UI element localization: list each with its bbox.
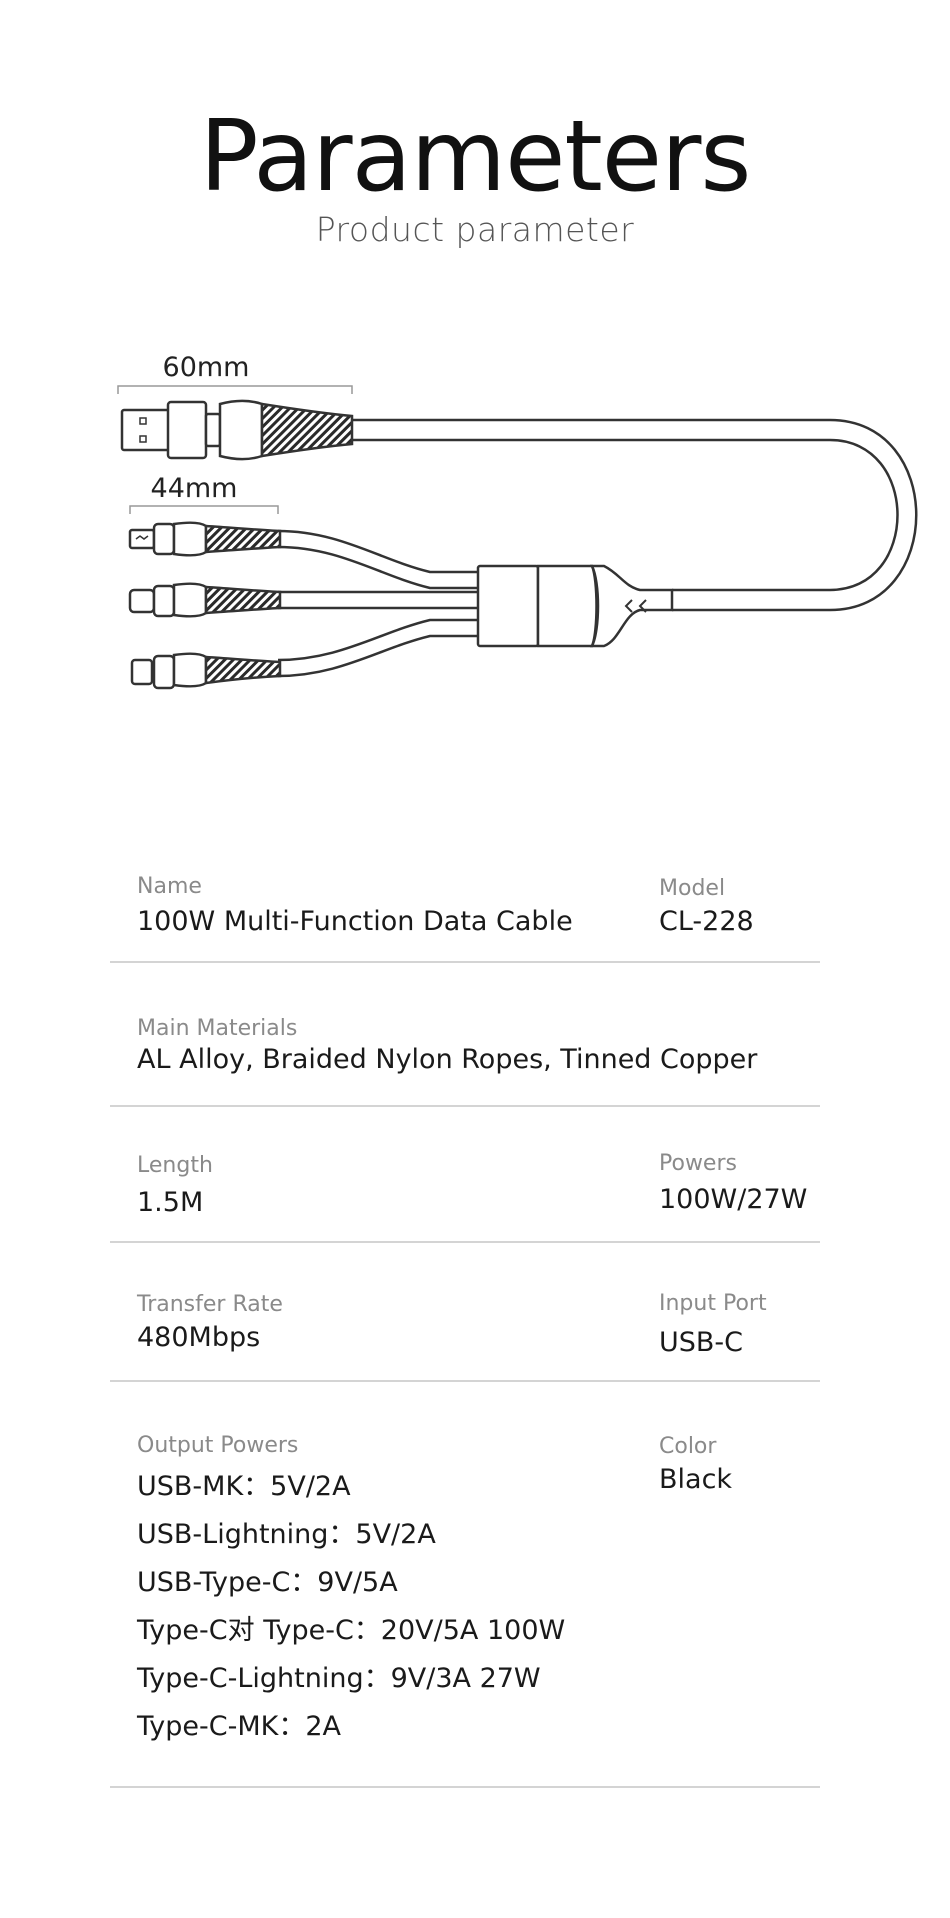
divider [110,1105,820,1107]
output-powers-label: Output Powers [137,1433,299,1458]
model-label: Model [659,876,726,901]
color-label: Color [659,1434,717,1459]
splitter-hub [476,564,674,648]
dimension-60mm: 60mm [163,352,250,383]
length-label: Length [137,1153,213,1178]
usb-a-connector [120,399,354,461]
output-line: Type-C-Lightning：9V/3A 27W [137,1663,541,1694]
divider [110,961,820,963]
output-line: USB-MK：5V/2A [137,1471,351,1502]
micro-usb-connector [128,521,282,557]
divider [110,1241,820,1243]
transfer-rate-value: 480Mbps [137,1322,261,1353]
type-c-connector [128,582,282,618]
page-title: Parameters [199,100,752,214]
lightning-connector [130,652,282,690]
powers-label: Powers [659,1151,737,1176]
materials-label: Main Materials [137,1016,298,1041]
color-value: Black [659,1464,733,1495]
cable-diagram: 60mm 44mm [117,352,918,690]
length-value: 1.5M [137,1187,204,1218]
name-value: 100W Multi-Function Data Cable [137,906,573,937]
input-port-value: USB-C [659,1327,744,1358]
model-value: CL-228 [659,906,754,937]
materials-value: AL Alloy, Braided Nylon Ropes, Tinned Co… [137,1044,758,1075]
divider [110,1786,820,1788]
output-line: USB-Type-C：9V/5A [137,1567,398,1598]
output-line: Type-C-MK：2A [137,1711,342,1742]
transfer-rate-label: Transfer Rate [137,1292,283,1317]
output-line: Type-C对 Type-C：20V/5A 100W [137,1615,566,1646]
page-subtitle: Product parameter [315,210,635,249]
name-label: Name [137,874,202,899]
output-line: USB-Lightning：5V/2A [137,1519,436,1550]
input-port-label: Input Port [659,1291,767,1316]
dimension-44mm: 44mm [151,473,238,504]
divider [110,1380,820,1382]
powers-value: 100W/27W [659,1184,808,1215]
